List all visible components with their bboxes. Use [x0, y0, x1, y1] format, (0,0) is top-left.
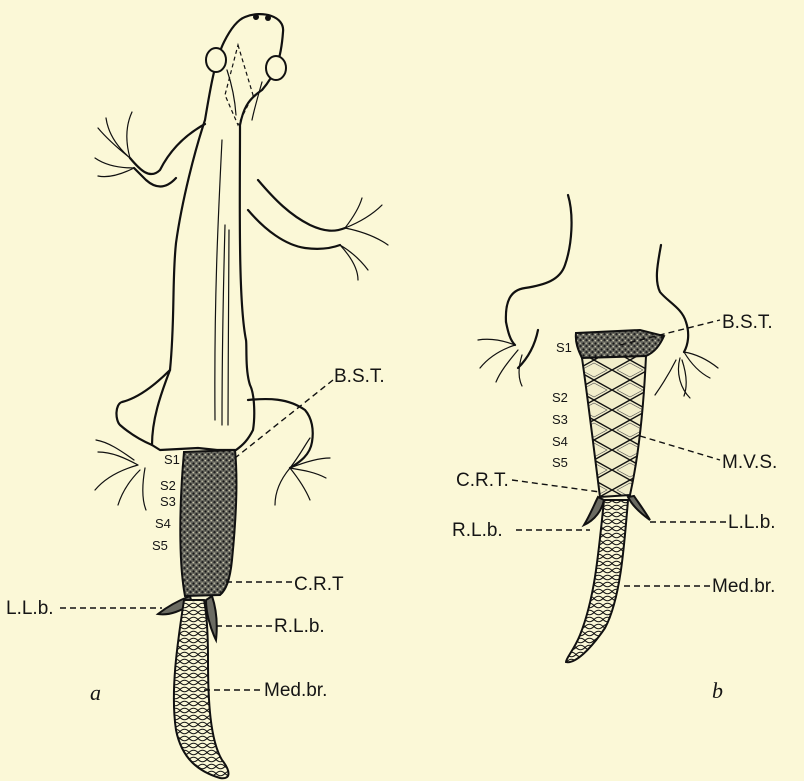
segment-label: S4 — [155, 516, 171, 531]
segment-label: S3 — [160, 494, 176, 509]
back-right-foot — [275, 438, 330, 505]
nostril-icon — [253, 14, 259, 20]
right-eye-icon — [266, 56, 286, 80]
segment-label: S2 — [160, 478, 176, 493]
label-llb: L.L.b. — [728, 512, 776, 533]
segment-label: S1 — [556, 340, 572, 355]
segment-label: S5 — [552, 455, 568, 470]
panel-b-regenerated-tail — [582, 356, 646, 497]
label-rlb: R.L.b. — [452, 520, 503, 541]
segment-label: S4 — [552, 434, 568, 449]
label-med: Med.br. — [712, 576, 775, 597]
crt-leader-line — [512, 480, 600, 492]
segment-label: S5 — [152, 538, 168, 553]
panel-a-segment-labels: S1 S2 S3 S4 S5 — [152, 452, 180, 553]
panel-b-median-branch — [566, 500, 628, 662]
spine-line — [228, 230, 229, 425]
label-med: Med.br. — [264, 680, 327, 701]
bst-leader-line — [230, 380, 333, 462]
label-bst: B.S.T. — [722, 312, 773, 333]
panel-b-left-lateral-branch — [628, 496, 650, 520]
left-eye-icon — [206, 48, 226, 72]
regenerated-tail-stippled — [180, 450, 236, 596]
label-rlb: R.L.b. — [274, 616, 325, 637]
panel-b — [478, 195, 718, 662]
label-crt: C.R.T. — [456, 470, 509, 491]
nostril-icon — [265, 15, 271, 21]
segment-label: S3 — [552, 412, 568, 427]
panel-b-right-foot — [655, 352, 718, 398]
median-branch-tail — [174, 600, 229, 778]
front-right-foot — [340, 198, 388, 280]
back-left-leg — [116, 370, 170, 445]
front-left-foot — [95, 112, 134, 177]
head-line — [227, 70, 236, 115]
spine-line — [222, 225, 225, 425]
back-right-leg — [248, 399, 313, 468]
front-right-leg — [248, 180, 345, 249]
panel-b-segment-labels: S1 S2 S3 S4 S5 — [552, 340, 572, 470]
label-crt: C.R.T — [294, 574, 344, 595]
panel-b-rear-left-leg — [506, 322, 538, 368]
caption-a: a — [90, 680, 101, 705]
head-line — [252, 82, 262, 120]
spine-line — [215, 140, 222, 420]
caption-b: b — [712, 678, 723, 703]
back-left-foot — [95, 440, 146, 510]
panel-a — [95, 14, 388, 778]
segment-label: S1 — [164, 452, 180, 467]
mvs-leader-line — [640, 436, 720, 460]
panel-b-left-foot — [478, 339, 522, 386]
panel-b-body-left-line — [506, 195, 572, 322]
head-scale-pattern — [225, 45, 253, 125]
label-llb: L.L.b. — [6, 598, 54, 619]
panel-b-base-stippled — [576, 330, 664, 358]
label-mvs: M.V.S. — [722, 452, 777, 473]
label-bst: B.S.T. — [334, 366, 385, 387]
segment-label: S2 — [552, 390, 568, 405]
